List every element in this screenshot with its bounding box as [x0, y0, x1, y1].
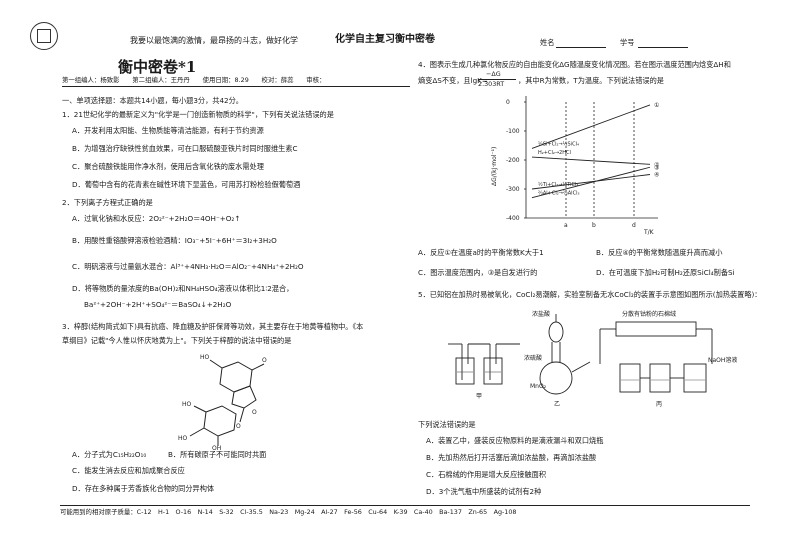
number-line — [638, 47, 688, 48]
q4-formula-bar — [478, 79, 516, 80]
number-label: 学号 — [620, 38, 635, 47]
q5-option-d: D．3个洗气瓶中所盛装的试剂有2种 — [426, 487, 542, 496]
y-tick-label: 0 — [506, 99, 510, 106]
series-line-1 — [531, 104, 651, 149]
x-tick-label: d — [632, 222, 636, 229]
q3-option-d: D．存在多种属于芳香族化合物的同分异构体 — [72, 484, 215, 493]
svg-text:HO: HO — [182, 401, 192, 408]
label-yi: 乙 — [554, 401, 560, 408]
q2-option-a: A．过氧化钠和水反应：2O₂²⁻+2H₂O＝4OH⁻+O₂↑ — [72, 214, 241, 223]
name-line — [556, 47, 606, 48]
section-heading: 一、单项选择题：本题共14小题，每小题3分，共42分。 — [62, 96, 243, 105]
free-energy-chart: 0 -100 -200 -300 -400 a b dT/K ΔG/(kJ·mol⁻¹) ① ½Si… — [491, 96, 660, 236]
catalpol-structure: HO O O HO HO OH O — [178, 354, 267, 450]
series-marker-3: ③ — [654, 164, 659, 171]
series-label-2: H₂+Cl₂→2HCl — [538, 150, 571, 156]
series-label-4: ½Ti+Cl₂→½TiCl₄ — [538, 181, 578, 188]
q5-stem: 5．已知铝在加热时易被氧化，CoCl₂易潮解，实验室制备无水CoCl₂的装置手示… — [418, 290, 762, 299]
footer-divider — [60, 505, 750, 506]
label-jia: 甲 — [476, 393, 482, 400]
series-marker-1: ① — [654, 102, 659, 109]
apparatus-diagram: 甲 浓盐酸 浓硫酸 MnO₂ 乙 分散有钴粉的石棉绒 NaOH溶液 丙 — [448, 310, 737, 408]
q4-formula-numerator: −ΔG — [486, 70, 501, 78]
q3-option-b: B．所有碳原子不可能同时共面 — [168, 450, 267, 459]
series-line-3 — [531, 166, 651, 199]
footer-atomic-masses: 可能用到的相对原子质量：C-12 H-1 O-16 N-14 S-32 Cl-3… — [60, 508, 517, 516]
q2-option-d: D．将等物质的量浓度的Ba(OH)₂和NH₄HSO₄溶液以体积比1∶2混合， — [72, 284, 294, 293]
label-bing: 丙 — [656, 401, 662, 408]
q4-option-b: B．反应④的平衡常数随温度升高而减小 — [596, 248, 723, 257]
y-tick-label: -400 — [506, 215, 520, 222]
svg-text:O: O — [252, 409, 257, 416]
svg-text:OH: OH — [212, 445, 221, 450]
q4-option-c: C．图示温度范围内，③是自发进行的 — [418, 268, 538, 277]
series-line-4 — [531, 174, 651, 190]
x-axis-label: T/K — [643, 229, 655, 236]
q4-formula-denominator: 2.303RT — [478, 80, 505, 88]
q1-option-c: C．聚合硫酸铁能用作净水剂，使用后含氧化铁的废水需处理 — [72, 162, 264, 171]
x-tick-label: b — [592, 222, 596, 229]
q1-option-d: D．葡萄中含有的花青素在碱性环境下显蓝色，可用苏打粉检验假葡萄酒 — [72, 180, 301, 189]
series-title: 化学自主复习衡中密卷 — [335, 34, 435, 45]
q4-stem-line3: ，其中R为常数，T为温度。下列说法错误的是 — [518, 76, 664, 85]
series-label-3: ⅔Al+Cl₂→⅔AlCl₃ — [538, 191, 579, 197]
series-line-2 — [531, 156, 651, 165]
q2-stem: 2．下列离子方程式正确的是 — [62, 198, 153, 207]
series-marker-2: ② — [654, 161, 660, 168]
svg-text:HO: HO — [200, 354, 210, 361]
q3-stem-line2: 草纲目》记载"今人惟以怀庆地黄为上"。下列关于梓醇的说法中错误的是 — [62, 336, 292, 345]
header-divider — [62, 86, 410, 87]
q1-option-a: A．开发利用太阳能、生物质能等清洁能源，有利于节约资源 — [72, 126, 264, 135]
label-asbestos: 分散有钴粉的石棉绒 — [622, 310, 676, 318]
q2-option-b: B．用酸性重铬酸钾溶液检验酒精：IO₃⁻+5I⁻+6H⁺＝3I₂+3H₂O — [72, 236, 277, 245]
q5-option-b: B．先加热然后打开活塞后滴加浓盐酸，再滴加浓盐酸 — [426, 453, 597, 462]
y-axis-label: ΔG/(kJ·mol⁻¹) — [491, 147, 498, 186]
q4-option-a: A．反应①在温度a时的平衡常数K大于1 — [418, 248, 544, 257]
x-tick-label: a — [564, 222, 568, 229]
q3-stem-line1: 3．梓醇(结构简式如下)具有抗癌、降血糖及护肝保肾等功效，其主要存在于地黄等植物… — [62, 322, 364, 331]
q5-stem2: 下列说法错误的是 — [418, 420, 476, 429]
label-mno2: MnO₂ — [530, 383, 547, 390]
svg-text:O: O — [236, 423, 241, 430]
svg-text:HO: HO — [178, 435, 188, 442]
q3-option-a: A．分子式为C₁₅H₂₂O₁₀ — [72, 450, 147, 459]
series-label-1: ½Si+Cl₂→½SiCl₄ — [538, 140, 579, 147]
q5-option-a: A．装置乙中，盛装反应物原料的是滴液漏斗和双口烧瓶 — [426, 436, 604, 445]
q5-option-c: C．石棉绒的作用是增大反应接触面积 — [426, 470, 547, 479]
label-naoh: NaOH溶液 — [708, 356, 737, 364]
q1-option-b: B．为增强治疗缺铁性贫血效果，可在口服硫酸亚铁片时同时服维生素C — [72, 144, 298, 153]
svg-text:O: O — [262, 357, 267, 364]
paper-title: 衡中密卷*1 — [118, 58, 197, 76]
name-label: 姓名 — [540, 38, 555, 47]
q2-option-c: C．明矾溶液与过量氨水混合：Al³⁺+4NH₃·H₂O＝AlO₂⁻+4NH₄⁺+… — [72, 262, 304, 271]
motto: 我要以最饱满的激情，最昂扬的斗志，做好化学 — [130, 36, 298, 45]
q2-option-d-equation: Ba²⁺+2OH⁻+2H⁺+SO₄²⁻＝BaSO₄↓+2H₂O — [84, 300, 232, 309]
y-tick-label: -200 — [506, 157, 520, 164]
y-tick-label: -100 — [506, 128, 520, 135]
q4-stem-line1: 4．图表示生成几种氯化物反应的自由能变化ΔG随温度变化情况图。若在图示温度范围内… — [418, 60, 731, 69]
series-marker-4: ④ — [654, 172, 659, 179]
school-logo — [30, 22, 58, 50]
label-flask: 浓硫酸 — [524, 354, 542, 362]
y-tick-label: -300 — [506, 186, 520, 193]
label-funnel: 浓盐酸 — [532, 310, 550, 318]
q1-stem: 1．21世纪化学的最新定义为"化学是一门创造新物质的科学"，下列有关说法错误的是 — [62, 110, 334, 119]
q4-option-d: D．在可温度下加H₂可制H₂还原SiCl₄制备Si — [596, 268, 735, 277]
q4-stem-line2: 熵变ΔS不变，且lgK= — [418, 76, 488, 85]
q3-option-c: C．能发生消去反应和加成聚合反应 — [72, 466, 185, 475]
paper-meta: 第一组编人：杨致影 第二组编人：王丹丹 使用日期：8.29 校对：薛蕊 审核： — [62, 76, 326, 84]
